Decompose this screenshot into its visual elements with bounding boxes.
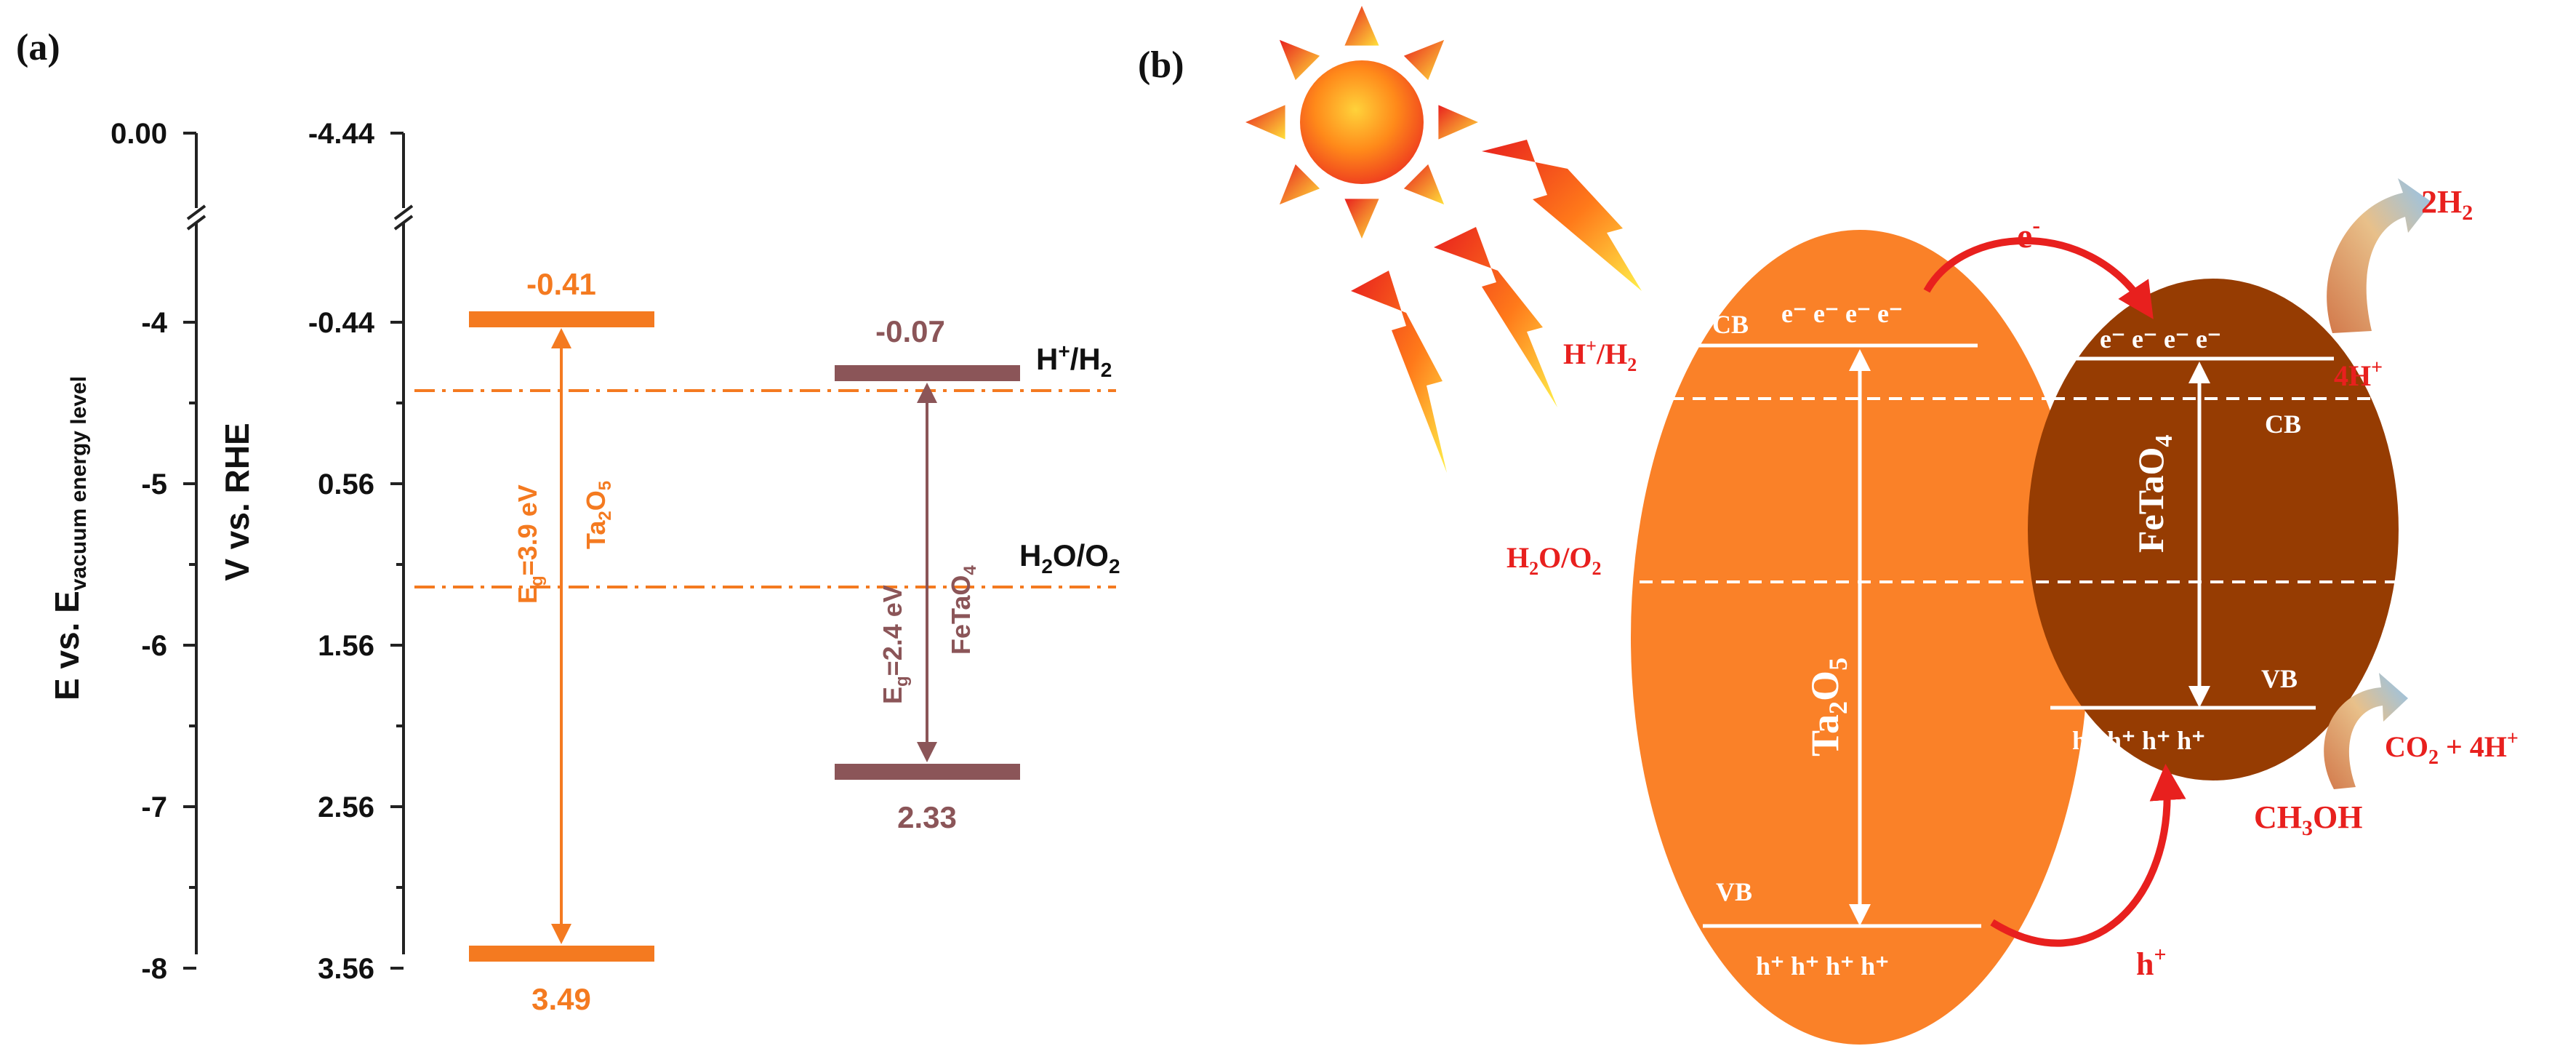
- sun-ray-5: [1279, 164, 1320, 205]
- hole-transfer-label: h+: [2136, 943, 2167, 982]
- right-axis-break-1: [393, 204, 414, 220]
- fetao4-cb-value: -0.07: [875, 314, 945, 348]
- methanol-oxidation-curl-arrow: [2324, 673, 2408, 789]
- fetao4-vb-bar: [835, 764, 1020, 780]
- ta2o5-vb-value: 3.49: [531, 982, 591, 1016]
- right-tick-label-2: 0.56: [318, 468, 374, 500]
- right-tick-label-5: 3.56: [318, 953, 374, 985]
- reactant-4h: 4H+: [2334, 356, 2383, 392]
- left-tick-label-4: -7: [141, 791, 167, 823]
- panel-b-label: (b): [1138, 44, 1184, 86]
- left-tick-label-2: -5: [141, 468, 167, 500]
- ta2o5-gap-label: Eg=3.9 eV: [513, 484, 547, 604]
- fetao4-vb-value: 2.33: [897, 800, 957, 834]
- electron-transfer-label: e-: [2017, 212, 2040, 255]
- ta2o5-cb-label: CB: [1712, 310, 1749, 339]
- fetao4-cb-bar: [835, 365, 1020, 381]
- ta2o5-cb-bar: [469, 311, 654, 327]
- sun-ray-4: [1344, 199, 1379, 239]
- panel-a-label: (a): [16, 27, 60, 68]
- fetao4-gap-label: Eg=2.4 eV: [878, 585, 912, 704]
- fetao4-electrons: e⁻ e⁻ e⁻ e⁻: [2100, 324, 2221, 354]
- sun-ray-6: [1245, 105, 1285, 140]
- right-axis-tick-labels: -4.44 -0.44 0.56 1.56 2.56 3.56: [308, 118, 375, 985]
- sun-ray-3: [1403, 164, 1445, 205]
- ta2o5-electrons: e⁻ e⁻ e⁻ e⁻: [1781, 299, 1903, 328]
- fetao4-holes: h⁺ h⁺ h⁺ h⁺: [2072, 726, 2205, 755]
- right-axis-break-2: [393, 215, 414, 231]
- left-axis-tick-labels: 0.00 -4 -5 -6 -7 -8: [111, 118, 168, 985]
- sun-ray-1: [1403, 39, 1445, 81]
- left-tick-label-3: -6: [141, 630, 167, 662]
- sun-ray-0: [1344, 6, 1379, 46]
- left-axis-break-2: [186, 215, 206, 231]
- right-axis-ticks: [390, 132, 404, 970]
- reactant-methanol: CH3OH: [2254, 799, 2362, 840]
- right-axis-title: V vs. RHE: [218, 423, 256, 580]
- product-h2: 2H2: [2421, 184, 2473, 225]
- lightning-bolt-3-icon: [1351, 271, 1447, 473]
- fetao4-vb-label: VB: [2261, 664, 2298, 693]
- hplus-h2-label: H+/H2: [1036, 340, 1112, 381]
- left-tick-label-0: 0.00: [111, 118, 167, 150]
- right-tick-label-1: -0.44: [308, 307, 375, 339]
- ta2o5-vb-bar: [469, 946, 654, 962]
- left-axis: [183, 132, 206, 970]
- lightning-bolt-2-icon: [1434, 227, 1557, 407]
- electron-transfer-arrow: [1923, 237, 2154, 319]
- right-tick-label-0: -4.44: [308, 118, 375, 150]
- right-axis: [390, 132, 414, 970]
- sun-icon: [1245, 6, 1478, 239]
- fetao4-particle: [2028, 279, 2399, 780]
- lightning-bolt-1-icon: [1482, 140, 1642, 291]
- ta2o5-name: Ta2O5: [581, 481, 615, 549]
- hydrogen-evolution-curl-arrow: [2327, 178, 2432, 333]
- ta2o5-vb-label: VB: [1716, 877, 1752, 906]
- fetao4-particle-name: FeTaO4: [2130, 435, 2178, 553]
- sun-ray-7: [1279, 39, 1320, 81]
- hole-transfer-arrow: [1990, 764, 2186, 947]
- right-tick-label-3: 1.56: [318, 630, 374, 662]
- h2o-o2-label: H2O/O2: [1019, 538, 1120, 578]
- panel-b-h2o-o2-label: H2O/O2: [1506, 541, 1601, 579]
- sun-rays: [1245, 6, 1478, 239]
- ta2o5-cb-value: -0.41: [526, 267, 596, 301]
- panel-b: (b) CB VB e⁻ e⁻ e⁻ e⁻ h⁺ h⁺ h⁺ h⁺ Ta2O5 …: [1138, 6, 2519, 1045]
- ta2o5-particle-name: Ta2O5: [1803, 658, 1853, 756]
- left-tick-label-5: -8: [141, 953, 167, 985]
- ta2o5-holes: h⁺ h⁺ h⁺ h⁺: [1756, 951, 1889, 981]
- panel-a: (a) 0.00 -4 -5 -6 -7 -8 E vs. Evacuum en…: [16, 27, 1120, 1016]
- panel-b-hplus-h2-label: H+/H2: [1563, 335, 1637, 375]
- left-axis-ticks: [183, 132, 196, 970]
- left-tick-label-1: -4: [141, 307, 167, 339]
- fetao4-cb-label: CB: [2265, 410, 2301, 439]
- fetao4-name: FeTaO4: [946, 565, 980, 655]
- left-axis-title: E vs. Evacuum energy level: [48, 376, 91, 700]
- right-tick-label-4: 2.56: [318, 791, 374, 823]
- left-axis-break-1: [186, 204, 206, 220]
- product-co2: CO2 + 4H+: [2385, 727, 2519, 769]
- sun-disc: [1300, 60, 1424, 184]
- sun-ray-2: [1438, 105, 1478, 140]
